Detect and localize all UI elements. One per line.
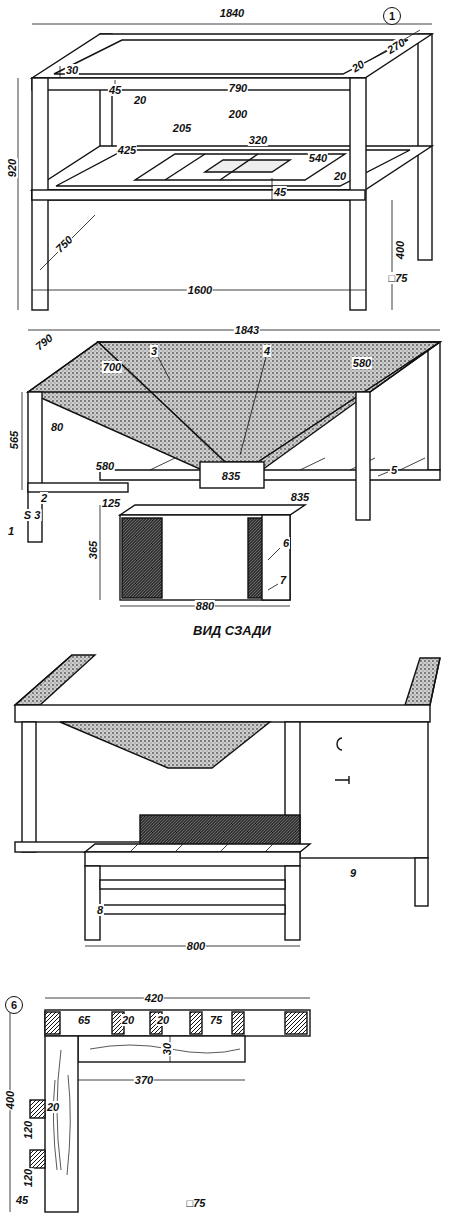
dimension-label: 880 xyxy=(195,600,215,612)
dimension-label: 365 xyxy=(87,540,99,560)
dimension-label: 65 xyxy=(77,1014,91,1026)
figure-number-text: 6 xyxy=(11,999,17,1011)
dimension-label: 790 xyxy=(228,82,248,94)
callout-number: 4 xyxy=(263,345,271,357)
dimension-label: 45 xyxy=(15,1194,29,1206)
dimension-label: 420 xyxy=(144,992,164,1004)
dimension-label: 580 xyxy=(352,357,372,369)
dimension-label: 205 xyxy=(172,122,192,134)
dimension-label: 835 xyxy=(290,491,310,503)
dimension-label: 320 xyxy=(248,134,268,146)
callout-number: 5 xyxy=(390,464,398,476)
dimension-label: 370 xyxy=(134,1074,154,1086)
dimension-label: □75 xyxy=(388,272,409,284)
dimension-label: 920 xyxy=(6,158,18,178)
dimension-label: 125 xyxy=(101,497,121,509)
dimension-label: 750 xyxy=(53,233,76,256)
dimension-label: 45 xyxy=(273,186,287,198)
callout-number: 6 xyxy=(282,537,290,549)
dimension-label: 20 xyxy=(333,170,347,182)
callout-number: 2 xyxy=(40,492,48,504)
dimension-label: 20 xyxy=(133,94,147,106)
dimension-label: 200 xyxy=(228,108,248,120)
callout-number: 7 xyxy=(279,574,287,586)
figure-number: 1 xyxy=(383,7,401,25)
dimension-label: ВИД СЗАДИ xyxy=(192,623,272,638)
callout-number: 9 xyxy=(349,867,357,879)
dimension-label: 20 xyxy=(156,1014,170,1026)
dimension-label: 1840 xyxy=(219,7,245,19)
dimension-label: 790 xyxy=(32,331,55,353)
dimension-label: 75 xyxy=(209,1014,223,1026)
dimension-label: 800 xyxy=(186,940,206,952)
dimension-label: 580 xyxy=(95,460,115,472)
dimension-label: 80 xyxy=(50,421,64,433)
dimension-label: □75 xyxy=(186,1197,207,1209)
dimension-label: 400 xyxy=(394,240,406,260)
dimension-label: 45 xyxy=(108,84,122,96)
dimension-label: 565 xyxy=(8,430,20,450)
dimension-label: S 3 xyxy=(23,509,42,521)
dimension-label: 700 xyxy=(102,361,122,373)
dimension-label: 120 xyxy=(22,1168,34,1188)
callout-number: 1 xyxy=(7,525,15,537)
dimension-label: 835 xyxy=(221,470,241,482)
dimension-label: 20 xyxy=(46,1101,60,1113)
dimension-label: 400 xyxy=(4,1090,16,1110)
dimension-label: 30 xyxy=(161,1042,173,1056)
dimension-label: 20 xyxy=(121,1014,135,1026)
callout-number: 3 xyxy=(150,345,158,357)
callout-number: 8 xyxy=(96,904,104,916)
figure-number-text: 1 xyxy=(389,10,395,22)
dimension-label: 30 xyxy=(65,64,79,76)
dimension-label: 1843 xyxy=(234,324,260,336)
dimension-label: 540 xyxy=(308,152,328,164)
dimension-label: 425 xyxy=(117,144,137,156)
figure-number: 6 xyxy=(5,996,23,1014)
dimension-label: 1600 xyxy=(187,284,213,296)
dimension-label: 120 xyxy=(22,1120,34,1140)
